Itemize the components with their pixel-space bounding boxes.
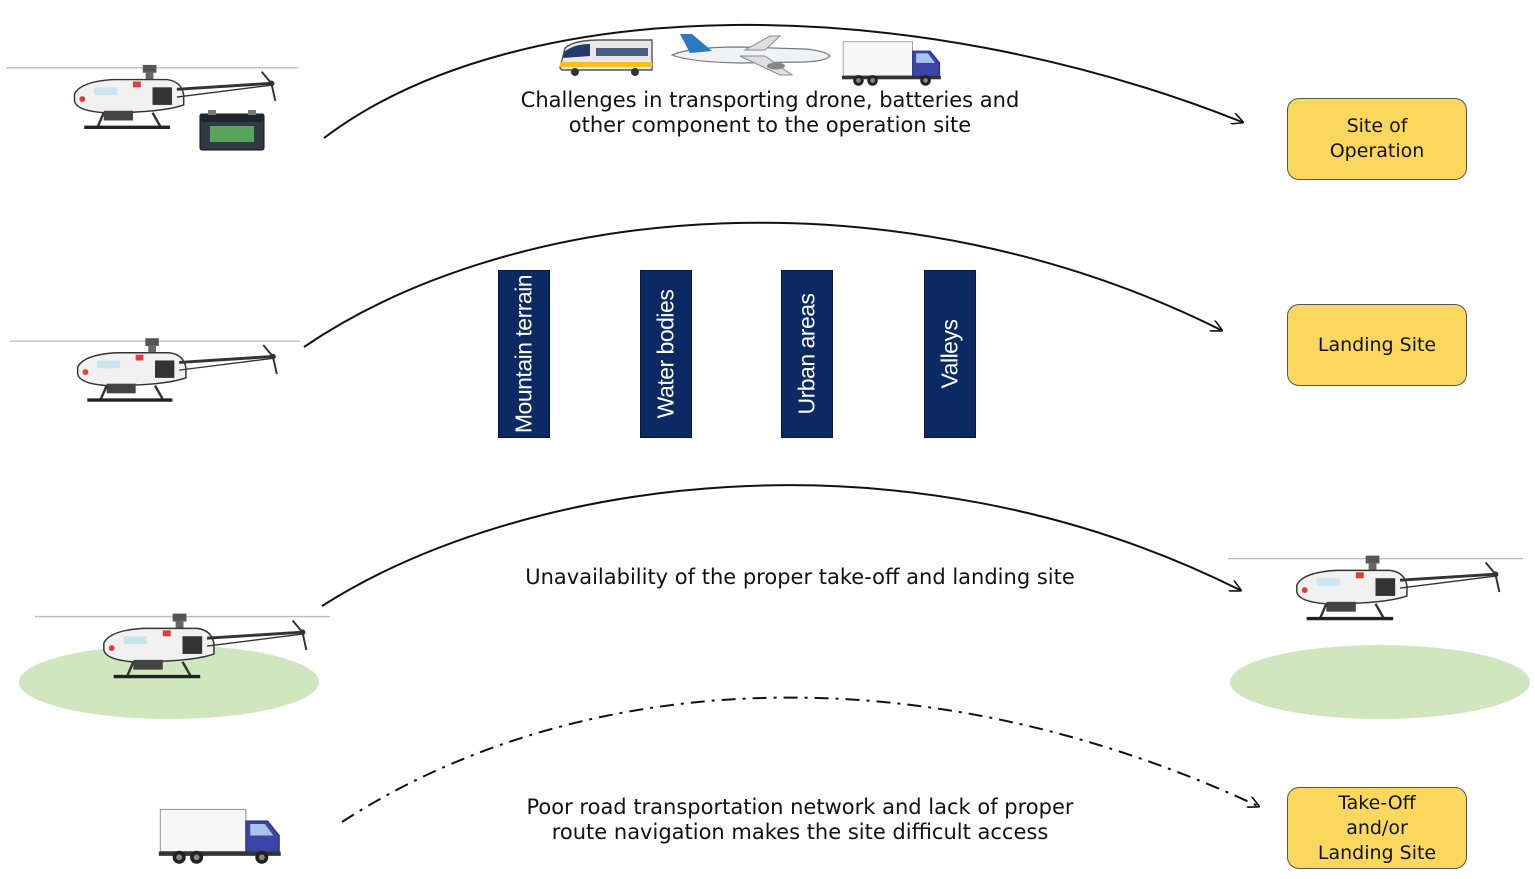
flight-arrow	[303, 221, 1221, 348]
barrier-water-bodies: Water bodies	[640, 270, 692, 438]
barrier-label: Mountain terrain	[510, 274, 537, 434]
barrier-label: Valleys	[936, 319, 963, 389]
train-icon	[559, 39, 653, 76]
barrier-urban-areas: Urban areas	[781, 270, 833, 438]
truck-icon	[842, 41, 942, 87]
landing-site-box: Landing Site	[1287, 304, 1467, 386]
site-of-operation-box: Site of Operation	[1287, 98, 1467, 180]
site-box-label: Site of Operation	[1329, 115, 1425, 162]
site-box-label: Landing Site	[1317, 333, 1437, 356]
barrier-label: Urban areas	[793, 293, 820, 415]
landing-pad-icon	[19, 645, 319, 719]
transport-arrow	[323, 24, 1242, 139]
caption-line: other component to the operation site	[568, 113, 972, 137]
battery-icon	[199, 110, 265, 151]
takeoff-landing-caption: Unavailability of the proper take-off an…	[420, 565, 1180, 590]
truck-icon	[158, 808, 282, 865]
caption-line: route navigation makes the site difficul…	[551, 820, 1049, 844]
takeoff-landing-arrow	[321, 484, 1240, 607]
transport-challenge-caption: Challenges in transporting drone, batter…	[420, 88, 1120, 138]
barrier-label: Water bodies	[652, 289, 679, 419]
airplane-icon	[670, 34, 831, 76]
takeoff-landing-site-box: Take-Off and/or Landing Site	[1287, 787, 1467, 869]
landing-pad-icon	[1230, 645, 1530, 719]
caption-line: Poor road transportation network and lac…	[526, 795, 1074, 819]
site-box-label: Take-Off and/or Landing Site	[1317, 791, 1437, 864]
caption-line: Challenges in transporting drone, batter…	[520, 88, 1020, 112]
barrier-mountain-terrain: Mountain terrain	[498, 270, 550, 438]
barrier-valleys: Valleys	[924, 270, 976, 438]
road-network-caption: Poor road transportation network and lac…	[430, 795, 1170, 845]
caption-line: Unavailability of the proper take-off an…	[525, 565, 1075, 589]
helicopter-drone-icon	[10, 336, 300, 402]
helicopter-drone-icon	[1228, 553, 1523, 621]
